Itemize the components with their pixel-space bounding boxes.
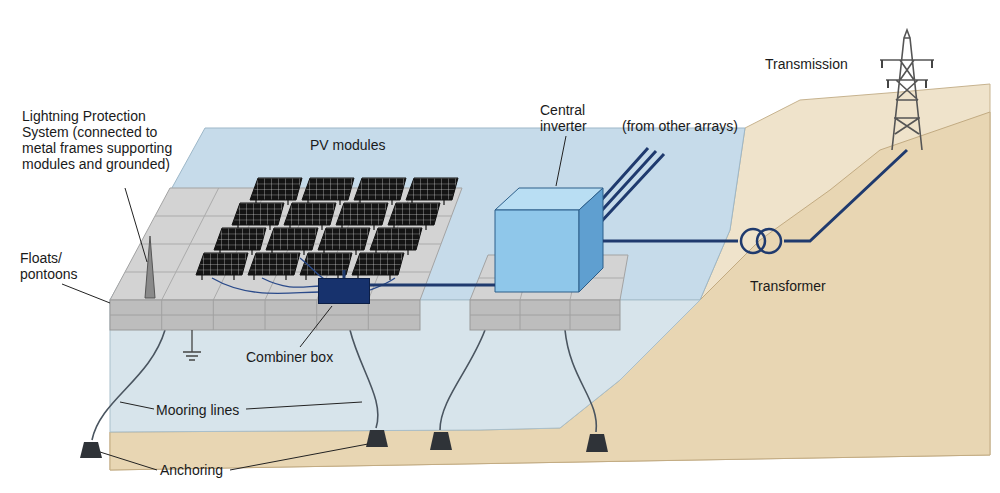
pv-array: PV modules [190, 135, 455, 270]
anchor-block [80, 442, 102, 458]
insulator [882, 60, 932, 88]
pv-panel [248, 253, 300, 275]
land-top [110, 84, 990, 470]
pv-panel [318, 228, 370, 250]
transformer-shape [738, 226, 784, 256]
pontoon-grid [110, 300, 420, 330]
pv-panel [232, 203, 284, 225]
mooring-line [350, 330, 378, 428]
pv-panel [336, 203, 388, 225]
pv-panel [406, 178, 458, 200]
part-label: Lightning Protection System (connected t… [22, 108, 174, 172]
pv-panel [214, 228, 266, 250]
part-label: Anchoring [160, 462, 223, 478]
transmission-tower: Transmission [872, 30, 942, 150]
pv-panel [302, 178, 354, 200]
node-label: Combiner box [246, 349, 333, 365]
power-cable [603, 240, 738, 243]
transformer-coil [757, 229, 781, 253]
pontoon-front [470, 300, 620, 330]
power-cable [343, 270, 346, 278]
central-inverter: Central inverter [495, 188, 603, 292]
mooring-line [440, 330, 485, 430]
node-label: Transmission [765, 56, 848, 72]
pv-panel [266, 228, 318, 250]
pv-panel [284, 203, 336, 225]
ground-symbol [183, 330, 201, 360]
leader-line [300, 306, 332, 347]
combiner-box: Combiner box [318, 278, 370, 304]
part-label: Mooring lines [156, 402, 239, 418]
cube-shape [495, 188, 603, 292]
pontoon-top [110, 188, 462, 300]
tower-lattice [880, 30, 934, 150]
pontoon-front [110, 300, 420, 330]
anchor-block [586, 434, 608, 452]
cube-front [495, 210, 579, 292]
mooring-line [92, 330, 165, 440]
pv-panel [370, 228, 422, 250]
string-wire [370, 278, 395, 290]
string-wire [262, 278, 320, 287]
string-wire [212, 278, 320, 293]
lightning-rod [145, 236, 155, 298]
pontoon-grid [470, 300, 620, 330]
leader-line [62, 284, 110, 303]
power-cable [370, 284, 495, 287]
anchor-block [366, 430, 388, 447]
string-wire [300, 258, 326, 280]
node-label: Central inverter [540, 102, 612, 134]
mooring-line [565, 330, 596, 432]
water-surface [110, 128, 745, 300]
node-label: PV modules [310, 137, 385, 153]
part-label: (from other arrays) [622, 118, 738, 134]
anchor-block [430, 432, 452, 450]
leader-line [100, 444, 368, 470]
pv-panel [388, 203, 440, 225]
pontoon-grid [125, 188, 452, 300]
pv-panel [250, 178, 302, 200]
leader-line [556, 136, 566, 186]
pv-panel [354, 178, 406, 200]
node-label: Transformer [750, 278, 826, 294]
tower-shape [872, 30, 942, 150]
cube-side [579, 188, 603, 292]
pv-panel [352, 253, 404, 275]
pv-panel [196, 253, 248, 275]
transformer-symbol: Transformer [738, 226, 784, 256]
leader-line [125, 188, 147, 262]
land-section [110, 112, 990, 470]
power-cable [784, 150, 907, 241]
part-label: Floats/ pontoons [20, 250, 88, 282]
water-body [110, 300, 700, 432]
